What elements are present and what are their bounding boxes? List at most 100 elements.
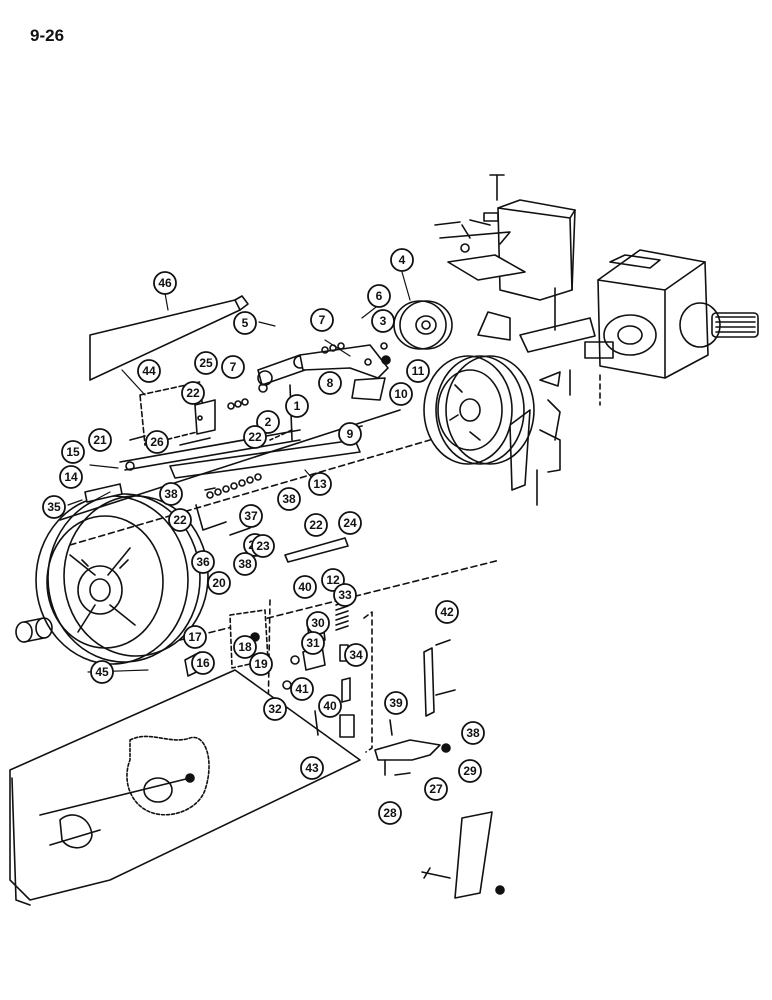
callout-44: 44: [137, 359, 161, 383]
callout-32: 32: [263, 697, 287, 721]
callout-41: 41: [290, 677, 314, 701]
callout-label: 9: [347, 427, 354, 441]
callout-38: 38: [277, 487, 301, 511]
callout-label: 13: [313, 477, 327, 491]
callout-14: 14: [59, 465, 83, 489]
callout-label: 14: [64, 470, 78, 484]
callout-5: 5: [233, 311, 257, 335]
callout-7: 7: [310, 308, 334, 332]
callout-label: 38: [164, 487, 178, 501]
callout-label: 7: [230, 360, 237, 374]
shaft-collar: [15, 617, 53, 643]
callout-label: 45: [95, 665, 109, 679]
callout-6: 6: [367, 284, 391, 308]
callout-4: 4: [390, 248, 414, 272]
callout-label: 43: [305, 761, 319, 775]
callout-43: 43: [300, 756, 324, 780]
callout-1: 1: [285, 394, 309, 418]
callout-10: 10: [389, 382, 413, 406]
callout-label: 24: [343, 516, 357, 530]
top-shield: [89, 295, 249, 381]
callout-label: 36: [196, 555, 210, 569]
callout-13: 13: [308, 472, 332, 496]
callout-11: 11: [406, 359, 430, 383]
callout-40: 40: [293, 575, 317, 599]
callout-label: 15: [66, 445, 80, 459]
callout-23: 23: [251, 534, 275, 558]
callout-label: 31: [306, 636, 320, 650]
bottom-panel: [9, 669, 361, 906]
callout-label: 40: [323, 699, 337, 713]
callout-24: 24: [338, 511, 362, 535]
spacer-set: [206, 473, 262, 499]
callout-label: 44: [142, 364, 156, 378]
callout-label: 5: [242, 316, 249, 330]
callout-label: 22: [173, 513, 187, 527]
callout-label: 28: [383, 806, 397, 820]
callout-markers: 1234567789101112131415161718192021222222…: [42, 248, 485, 825]
callout-17: 17: [183, 625, 207, 649]
callout-label: 46: [158, 276, 172, 290]
callout-label: 17: [188, 630, 202, 644]
callout-label: 30: [311, 616, 325, 630]
hardware-bolts: [129, 221, 471, 736]
gearbox-assembly: [584, 249, 759, 379]
callout-label: 29: [463, 764, 477, 778]
callout-label: 16: [196, 656, 210, 670]
callout-label: 22: [186, 386, 200, 400]
callout-label: 4: [399, 253, 406, 267]
callout-31: 31: [301, 631, 325, 655]
callout-label: 25: [199, 356, 213, 370]
callout-label: 37: [244, 509, 258, 523]
callout-21: 21: [88, 428, 112, 452]
callout-label: 41: [295, 682, 309, 696]
callout-39: 39: [384, 691, 408, 715]
callout-40: 40: [318, 694, 342, 718]
callout-22: 22: [304, 513, 328, 537]
pivot-rods: [423, 639, 456, 717]
callout-42: 42: [435, 600, 459, 624]
mounting-bracket: [439, 174, 601, 441]
callout-18: 18: [233, 635, 257, 659]
callout-label: 35: [47, 500, 61, 514]
callout-46: 46: [153, 271, 177, 295]
callout-label: 22: [248, 430, 262, 444]
callout-25: 25: [194, 351, 218, 375]
callout-38: 38: [159, 482, 183, 506]
callout-label: 11: [412, 364, 425, 378]
page-number: 9-26: [30, 26, 65, 45]
callout-45: 45: [90, 660, 114, 684]
callout-7: 7: [221, 355, 245, 379]
callout-label: 27: [429, 782, 443, 796]
callout-label: 18: [238, 640, 252, 654]
callout-label: 42: [440, 605, 454, 619]
callout-8: 8: [318, 371, 342, 395]
callout-22: 22: [168, 508, 192, 532]
callout-19: 19: [249, 652, 273, 676]
callout-2: 2: [256, 410, 280, 434]
callout-22: 22: [243, 425, 267, 449]
callout-label: 23: [256, 539, 270, 553]
callout-27: 27: [424, 777, 448, 801]
callout-28: 28: [378, 801, 402, 825]
callout-label: 22: [309, 518, 323, 532]
callout-label: 21: [93, 433, 107, 447]
callout-label: 34: [349, 648, 363, 662]
callout-label: 38: [466, 726, 480, 740]
callout-label: 38: [238, 557, 252, 571]
callout-label: 39: [389, 696, 403, 710]
callout-35: 35: [42, 495, 66, 519]
callout-label: 7: [319, 313, 326, 327]
callout-9: 9: [338, 422, 362, 446]
callout-30: 30: [306, 611, 330, 635]
callout-label: 20: [212, 576, 226, 590]
callout-label: 33: [338, 588, 352, 602]
lower-strap: [421, 811, 505, 899]
callout-36: 36: [191, 550, 215, 574]
callout-26: 26: [145, 430, 169, 454]
callout-label: 12: [326, 573, 340, 587]
callout-22: 22: [181, 381, 205, 405]
callout-label: 8: [327, 376, 334, 390]
callout-16: 16: [191, 651, 215, 675]
callout-label: 1: [294, 399, 301, 413]
